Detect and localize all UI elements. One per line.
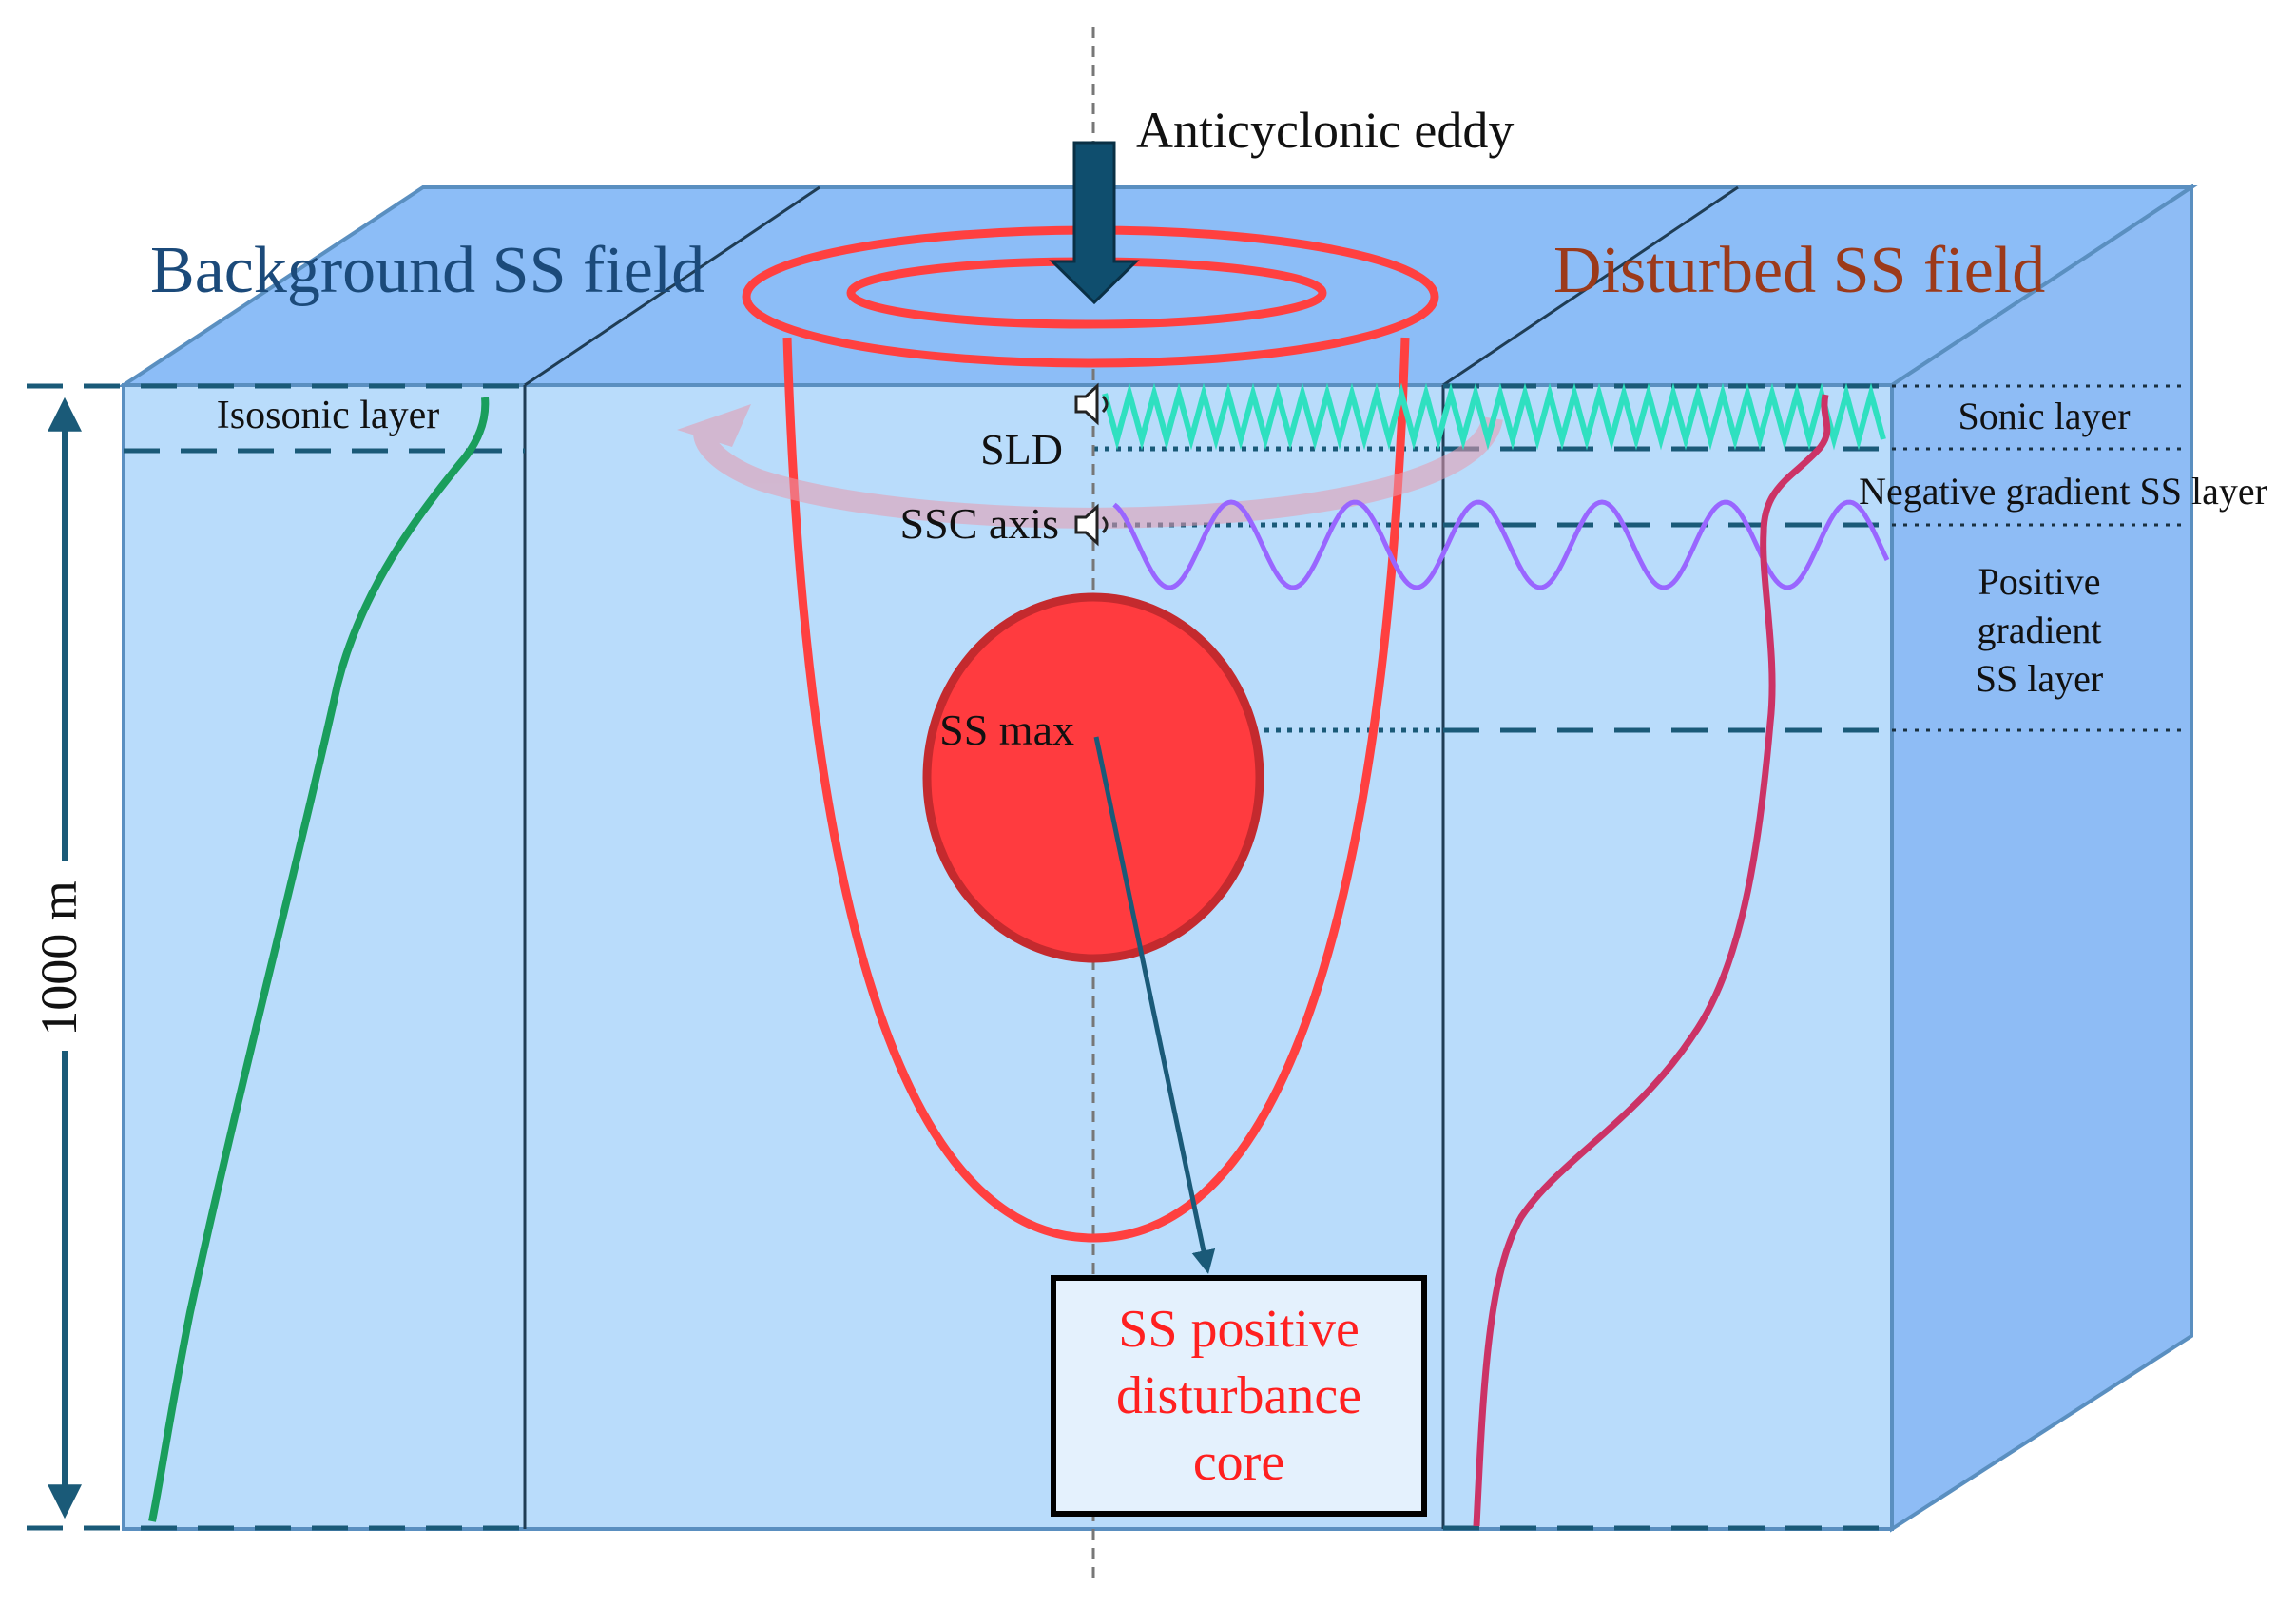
top-divider-left: [524, 185, 820, 387]
speaker-icon: [1074, 382, 1109, 426]
ssc-axis-label: SSC axis: [900, 499, 1059, 548]
ss-max-label: SS max: [939, 706, 1074, 754]
eddy-down-arrow: [1049, 141, 1140, 305]
sld-label: SLD: [980, 425, 1063, 474]
core-pointer-arrow: [1093, 736, 1216, 1274]
disturbed-title: Disturbed SS field: [1553, 234, 2045, 307]
eddy-label: Anticyclonic eddy: [1136, 102, 1514, 159]
ocean-box: [117, 184, 2198, 1533]
depth-arrow: [38, 397, 91, 1519]
core-box: [1051, 1275, 1427, 1517]
dotted-guides: [1892, 384, 2187, 732]
disturbance-core: [922, 592, 1264, 963]
positive-layer-label-3: SS layer: [1976, 657, 2103, 700]
isosonic-label: Isosonic layer: [217, 394, 439, 437]
box-front-face: [122, 383, 1894, 1531]
positive-layer-label-1: Positive: [1978, 560, 2101, 603]
core-box-line-3: core: [1193, 1433, 1284, 1492]
negative-layer-label: Negative gradient SS layer: [1859, 470, 2267, 513]
disturbed-ss-profile: [1473, 394, 1831, 1527]
depth-label: 1000 m: [30, 880, 87, 1036]
box-side-face: [1890, 184, 2193, 1533]
core-box-line-2: disturbance: [1116, 1366, 1361, 1425]
positive-layer-label-2: gradient: [1977, 609, 2101, 651]
sonic-layer-label: Sonic layer: [1958, 395, 2130, 437]
top-divider-right: [1442, 185, 1739, 387]
speaker-icon: [1074, 503, 1109, 547]
ssc-axis-wave: [1112, 499, 1890, 590]
background-title: Background SS field: [150, 234, 704, 307]
core-box-line-1: SS positive: [1118, 1300, 1360, 1359]
sonic-layer-wave: [1102, 382, 1886, 451]
background-ss-profile: [148, 397, 490, 1522]
circulation-arrow: [677, 404, 1503, 529]
eddy-body: [782, 337, 1410, 1243]
